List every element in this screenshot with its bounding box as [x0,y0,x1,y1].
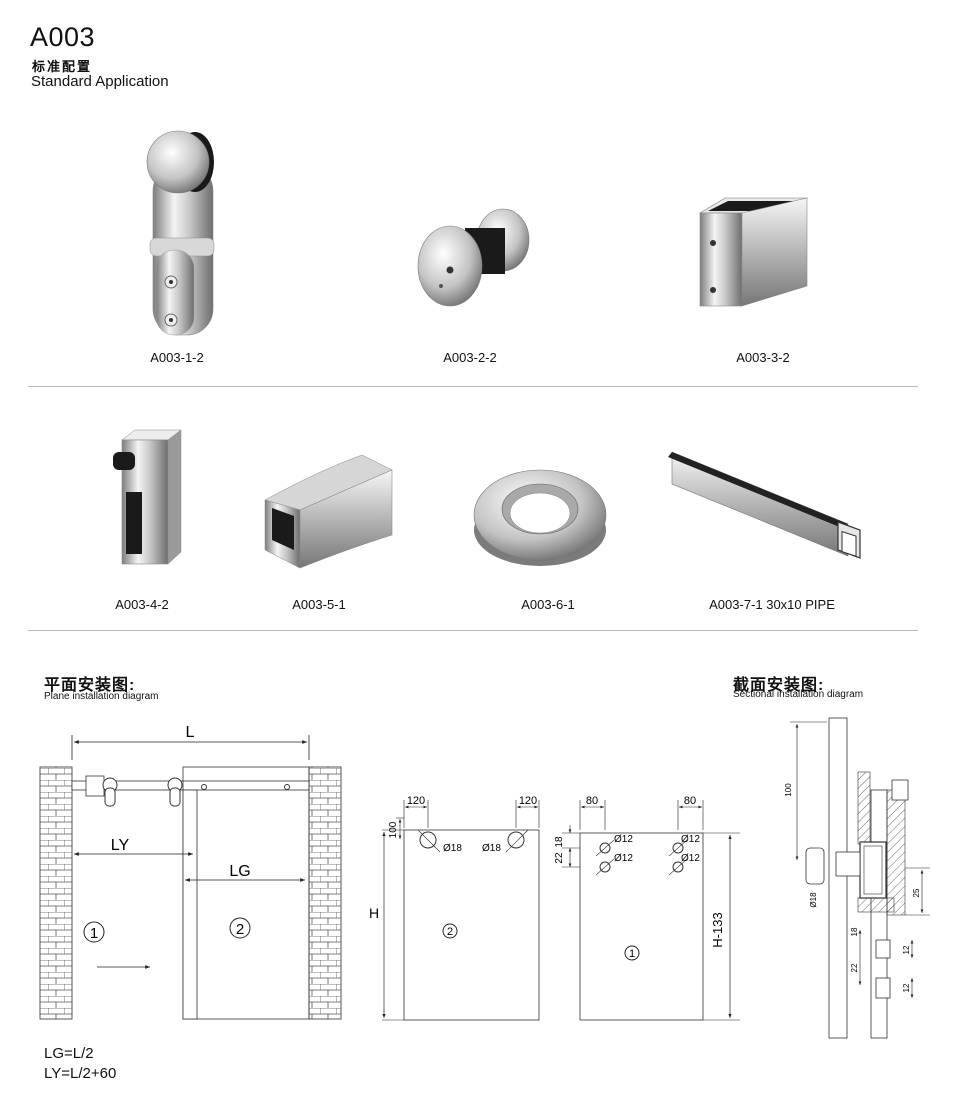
panel1-dim-left: 80 [586,795,598,807]
product-image-a003-4-2 [113,429,182,565]
panel2-dim-left: 120 [407,795,425,807]
panel1-hole-2: Ø12 [614,853,633,864]
sect-dim-100: 100 [784,783,793,797]
sect-dim-25: 25 [912,888,921,897]
product-caption-a003-5-1: A003-5-1 [292,597,346,612]
plane-diagram-title-en: Plane installation diagram [44,691,159,702]
product-caption-a003-7-1: A003-7-1 30x10 PIPE [709,597,835,612]
product-image-a003-5-1 [264,454,393,569]
product-image-a003-7-1 [668,451,861,559]
formula-ly: LY=L/2+60 [44,1065,117,1082]
product-image-a003-6-1 [473,469,607,566]
dim-l-label: L [186,724,195,741]
product-caption-a003-6-1: A003-6-1 [521,597,575,612]
panel2-hole-left: Ø18 [443,843,462,854]
panel-2-drawing [382,800,540,1021]
panel1-dim-right: 80 [684,795,696,807]
door-number-1: 1 [90,925,98,942]
panel1-hole-4: Ø12 [681,853,700,864]
product-image-a003-3-2 [698,197,809,307]
sect-dim-12a: 12 [902,945,911,954]
panel1-hole-3: Ø12 [681,834,700,845]
panel1-number: 1 [629,948,635,960]
formula-lg: LG=L/2 [44,1045,94,1062]
panel2-dim-top: 100 [388,821,399,838]
plane-diagram-title-cn: 平面安装图: [44,677,136,694]
subtitle-chinese: 标准配置 [32,59,93,74]
panel1-hole-1: Ø12 [614,834,633,845]
subtitle-english: Standard Application [31,73,169,90]
divider-2 [28,630,918,631]
product-caption-a003-1-2: A003-1-2 [150,350,204,365]
dim-lg-label: LG [229,863,250,880]
sect-dim-18: 18 [850,927,859,936]
divider-1 [28,386,918,387]
product-caption-a003-2-2: A003-2-2 [443,350,497,365]
sectional-installation-diagram [790,717,930,1039]
panel2-hole-right: Ø18 [482,843,501,854]
panel1-dim-b: 22 [554,852,565,864]
door-number-2: 2 [236,921,244,938]
panel1-height: H-133 [710,912,725,947]
product-caption-a003-4-2: A003-4-2 [115,597,169,612]
product-image-a003-1-2 [146,130,215,336]
product-image-a003-2-2 [417,208,530,307]
panel2-number: 2 [447,926,453,938]
panel2-dim-right: 120 [519,795,537,807]
product-caption-a003-3-2: A003-3-2 [736,350,790,365]
panel1-dim-a: 18 [554,836,565,848]
product-code-title: A003 [30,22,96,52]
sect-dim-d18: Ø18 [809,892,818,908]
panel2-height: H [369,905,379,921]
sectional-diagram-title-en: Sectional installation diagram [733,689,864,700]
sect-dim-22: 22 [850,963,859,972]
sect-dim-12b: 12 [902,983,911,992]
plane-installation-diagram [39,735,342,1020]
dim-ly-label: LY [111,837,130,854]
sectional-diagram-title-cn: 截面安装图: [733,677,825,694]
panel-1-drawing [562,800,740,1021]
